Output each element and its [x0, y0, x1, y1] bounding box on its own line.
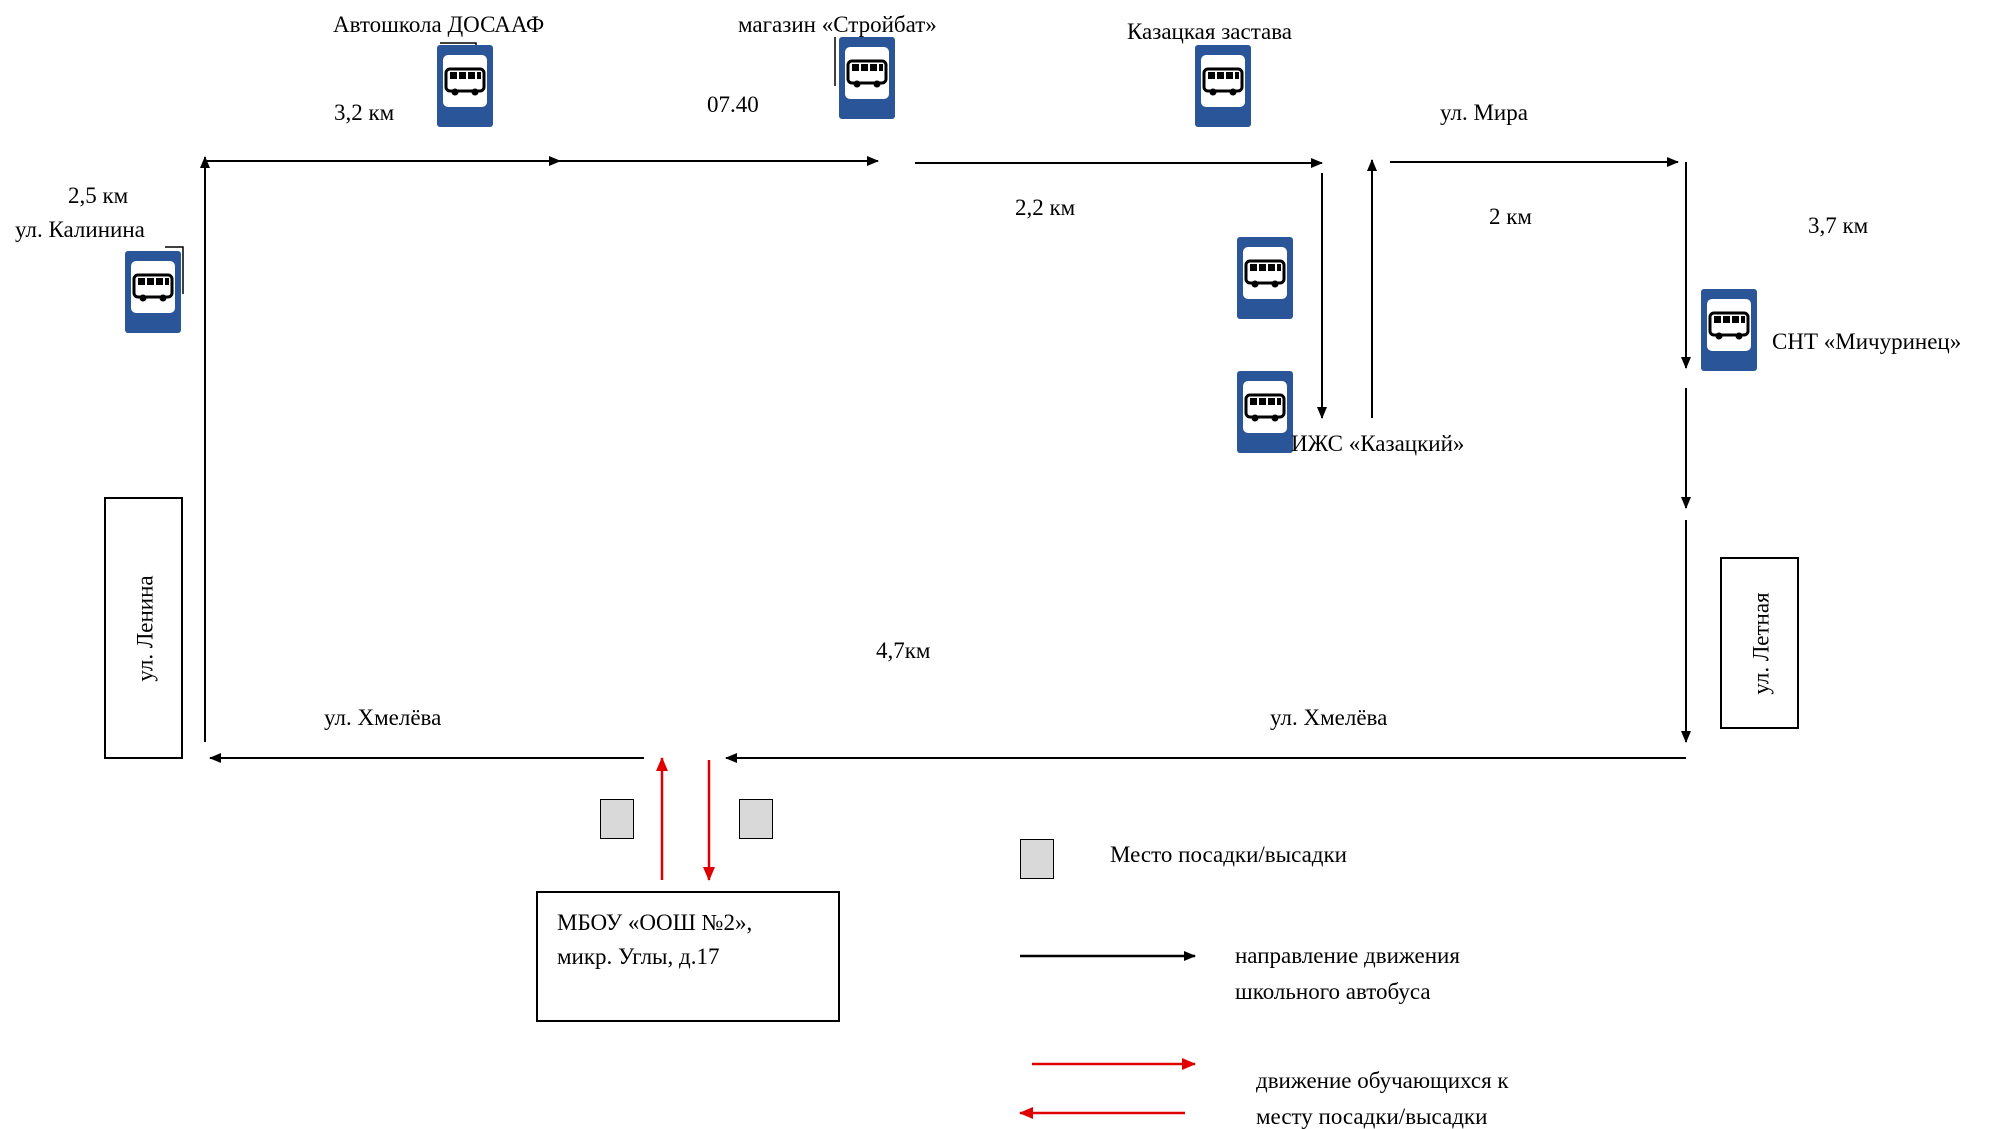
time-label: 07.40 — [707, 92, 759, 117]
legend-students-label-1: движение обучающихся к — [1256, 1068, 1509, 1093]
school-name: МБОУ «ООШ №2», — [557, 910, 753, 935]
legend-bus-label-2: школьного автобуса — [1235, 979, 1431, 1004]
bus-stop-sign-icon — [1701, 289, 1757, 371]
stop-label-zastava: Казацкая застава — [1127, 19, 1293, 44]
legend-seat-icon — [1020, 839, 1054, 879]
school-box: МБОУ «ООШ №2», микр. Углы, д.17 — [536, 891, 840, 1022]
legend-seat-label: Место посадки/высадки — [1110, 842, 1347, 867]
street-label-mira: ул. Мира — [1440, 100, 1528, 125]
stop-label-stroybat: магазин «Стройбат» — [738, 12, 937, 37]
distance-label: 2,5 км — [68, 183, 129, 208]
stop-label-avtoshkola: Автошкола ДОСААФ — [333, 12, 545, 37]
school-address: микр. Углы, д.17 — [557, 944, 720, 969]
street-box-lenina: ул. Ленина — [104, 497, 183, 759]
stop-label-kalinina: ул. Калинина — [15, 217, 145, 242]
bus-stop-sign-icon — [125, 251, 181, 333]
street-label-khmeleva: ул. Хмелёва — [1270, 705, 1388, 730]
distance-label: 2,2 км — [1015, 195, 1076, 220]
distance-label: 4,7км — [876, 638, 931, 663]
bus-stop-sign-icon — [1195, 45, 1251, 127]
street-label-lenina: ул. Ленина — [132, 575, 158, 682]
bus-stop-sign-icon — [437, 45, 493, 127]
bus-stop-sign-icon — [839, 37, 895, 119]
stop-label-izhs: ИЖС «Казацкий» — [1291, 431, 1465, 456]
street-box-letnaya: ул. Летная — [1720, 557, 1799, 729]
boarding-place-icon — [600, 799, 634, 839]
distance-label: 3,7 км — [1808, 213, 1869, 238]
bus-stop-sign-icon — [1237, 371, 1293, 453]
distance-label: 2 км — [1489, 204, 1532, 229]
street-label-letnaya: ул. Летная — [1748, 592, 1774, 695]
legend-bus-label-1: направление движения — [1235, 943, 1460, 968]
distance-label: 3,2 км — [334, 100, 395, 125]
bus-stop-sign-icon — [1237, 237, 1293, 319]
stop-label-michurinets: СНТ «Мичуринец» — [1772, 329, 1962, 354]
boarding-place-icon — [739, 799, 773, 839]
street-label-khmeleva: ул. Хмелёва — [324, 705, 442, 730]
legend-students-label-2: месту посадки/высадки — [1256, 1104, 1488, 1129]
